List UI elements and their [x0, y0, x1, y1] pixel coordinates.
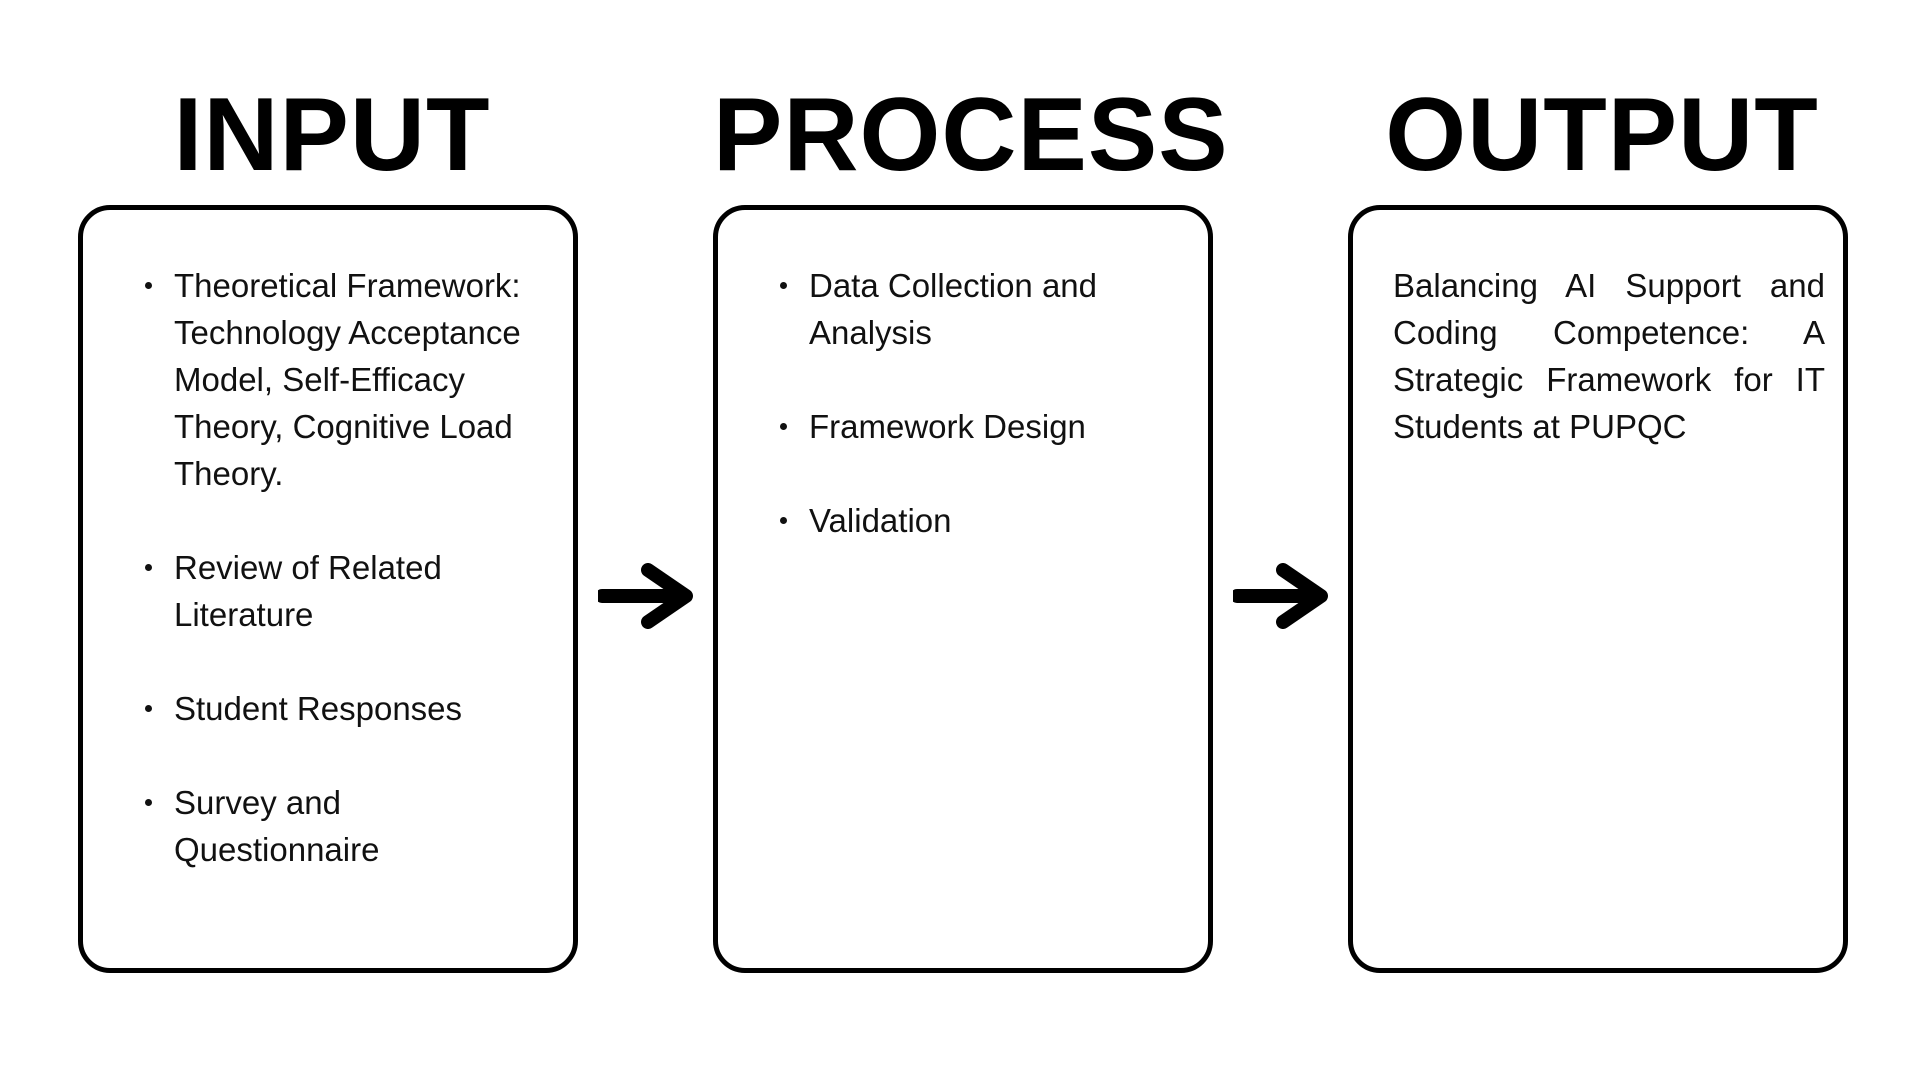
bullet-icon — [145, 282, 152, 289]
output-heading: OUTPUT — [1385, 77, 1819, 193]
bullet-icon — [145, 705, 152, 712]
process-heading: PROCESS — [713, 77, 1229, 193]
list-item: Data Collection and Analysis — [780, 262, 1168, 356]
bullet-icon — [780, 282, 787, 289]
bullet-icon — [145, 799, 152, 806]
process-item-validation: Validation — [809, 502, 952, 539]
process-box: Data Collection and Analysis Framework D… — [713, 205, 1213, 973]
input-item-theoretical-framework: Theoretical Framework: Technology Accept… — [174, 267, 521, 492]
input-box: Theoretical Framework: Technology Accept… — [78, 205, 578, 973]
list-item: Review of Related Literature — [145, 544, 533, 638]
list-item: Theoretical Framework: Technology Accept… — [145, 262, 533, 497]
right-arrow-icon — [1233, 563, 1328, 629]
process-item-data-collection: Data Collection and Analysis — [809, 267, 1098, 351]
bullet-icon — [780, 517, 787, 524]
output-description: Balancing AI Support and Coding Competen… — [1393, 267, 1825, 445]
input-list: Theoretical Framework: Technology Accept… — [145, 262, 533, 920]
input-item-student-responses: Student Responses — [174, 690, 463, 727]
process-item-framework-design: Framework Design — [809, 408, 1086, 445]
bullet-icon — [145, 564, 152, 571]
list-item: Student Responses — [145, 685, 533, 732]
list-item: Framework Design — [780, 403, 1168, 450]
output-box: Balancing AI Support and Coding Competen… — [1348, 205, 1848, 973]
list-item: Survey and Questionnaire — [145, 779, 533, 873]
input-heading: INPUT — [173, 77, 491, 193]
process-list: Data Collection and Analysis Framework D… — [780, 262, 1168, 591]
right-arrow-icon — [598, 563, 693, 629]
input-item-survey: Survey and Questionnaire — [174, 784, 380, 868]
input-item-review-literature: Review of Related Literature — [174, 549, 442, 633]
bullet-icon — [780, 423, 787, 430]
list-item: Validation — [780, 497, 1168, 544]
